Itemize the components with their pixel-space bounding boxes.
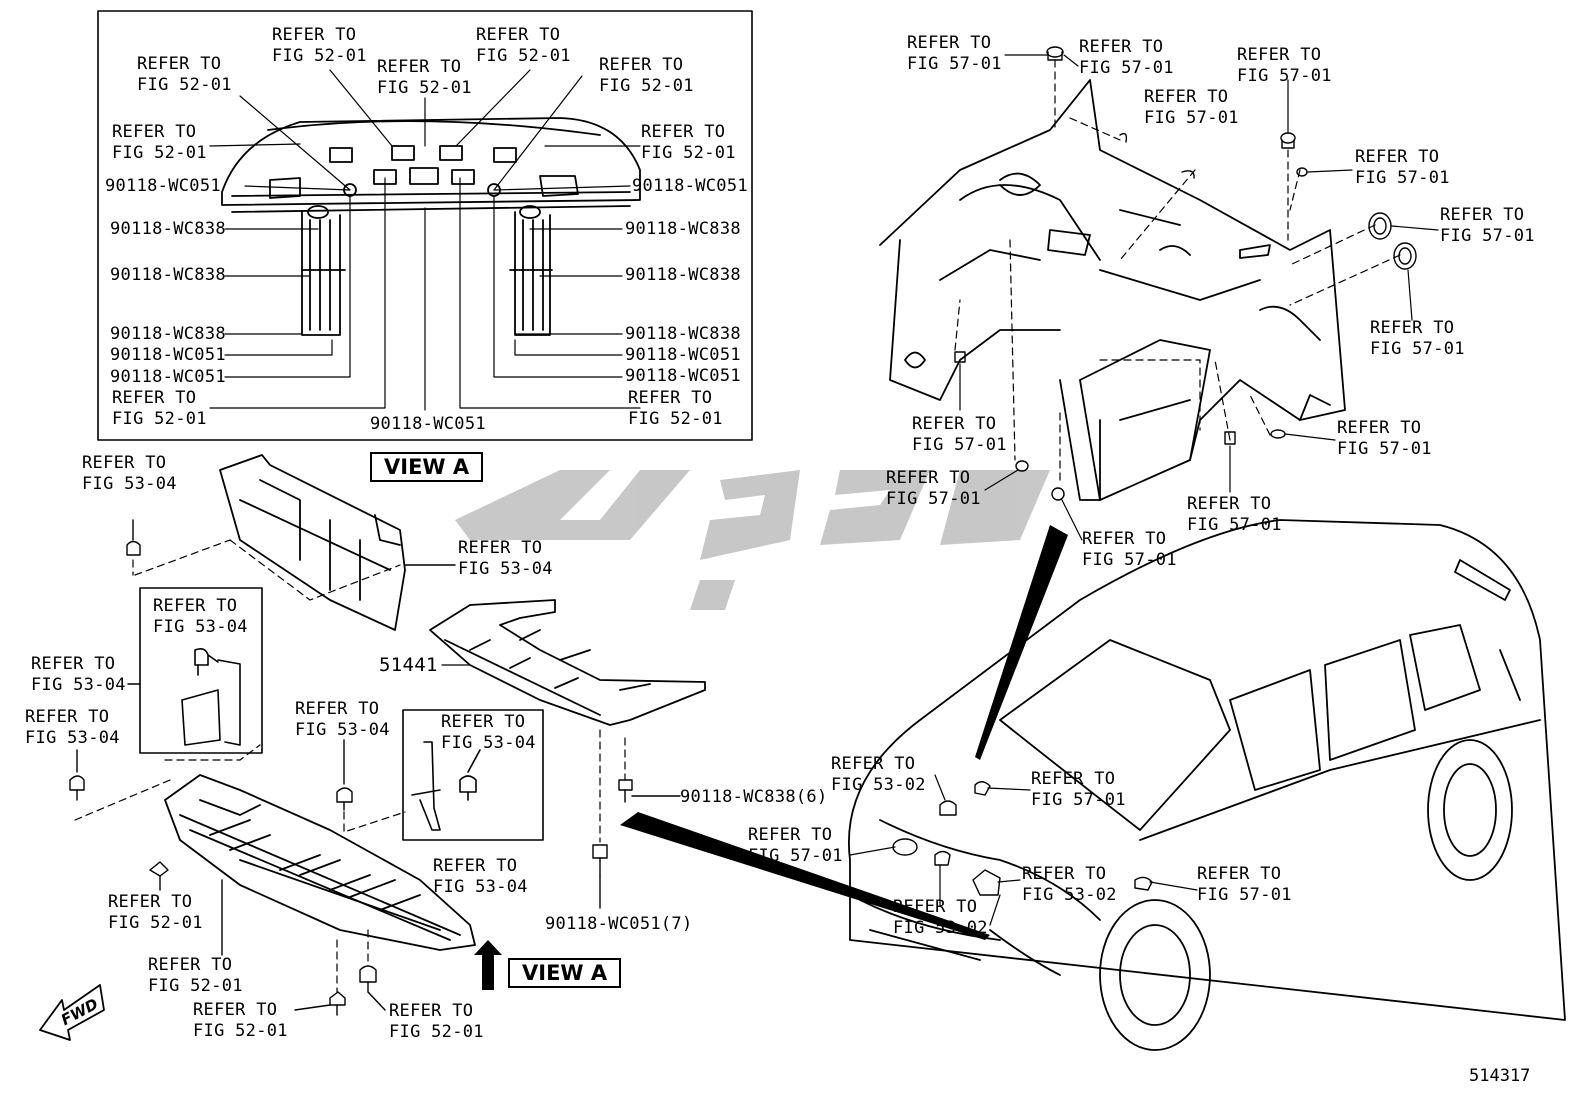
view-a-arrow xyxy=(474,940,502,990)
body-structure-dashes xyxy=(954,59,1401,481)
part-number-51441: 51441 xyxy=(379,654,438,676)
view-a-arrow-label: VIEW A xyxy=(508,958,622,988)
body-structure-leaders xyxy=(959,54,1439,541)
callout-va-l3: 90118-WC838 xyxy=(110,219,226,239)
view-a-part xyxy=(221,117,641,336)
callout-va-r3: 90118-WC838 xyxy=(625,219,741,239)
callout-va-l5: 90118-WC838 xyxy=(110,324,226,344)
bracket-inset-part xyxy=(181,648,241,746)
callout-va-l7: 90118-WC051 xyxy=(110,367,226,387)
engine-under-cover-51441 xyxy=(429,599,706,726)
callout-c-5: 90118-WC051(7) xyxy=(545,914,693,934)
callout-va-r4: 90118-WC838 xyxy=(625,265,741,285)
callout-va-b1: 90118-WC051 xyxy=(370,414,486,434)
vehicle-outline xyxy=(848,519,1566,1051)
fwd-arrow-icon xyxy=(39,984,105,1041)
watermark-shape xyxy=(455,470,1050,610)
callout-c-4: 90118-WC838(6) xyxy=(680,787,828,807)
callout-va-l6: 90118-WC051 xyxy=(110,345,226,365)
figure-number: 514317 xyxy=(1469,1066,1531,1086)
view-a-title: VIEW A xyxy=(370,452,484,482)
callout-va-l4: 90118-WC838 xyxy=(110,265,226,285)
callout-va-r6: 90118-WC051 xyxy=(625,345,741,365)
watermark-text: یدک پارت xyxy=(1560,1085,1565,1086)
vehicle-fasteners xyxy=(892,781,1153,896)
body-structure-fasteners xyxy=(954,46,1417,501)
callout-va-r7: 90118-WC051 xyxy=(625,366,741,386)
callout-va-r5: 90118-WC838 xyxy=(625,324,741,344)
callout-va-l2: 90118-WC051 xyxy=(105,176,221,196)
view-a-box xyxy=(97,10,753,441)
clip-inset-box xyxy=(402,709,544,841)
callout-wedges xyxy=(620,525,1068,940)
air-guide-dashes xyxy=(132,539,401,601)
radiator-air-guide xyxy=(219,454,406,631)
front-bumper-lower-cover xyxy=(164,774,476,951)
view-a-leaders xyxy=(209,69,641,411)
callout-va-r2: 90118-WC051 xyxy=(632,176,748,196)
clip-inset-part xyxy=(411,741,481,831)
bracket-inset-box xyxy=(139,587,263,754)
